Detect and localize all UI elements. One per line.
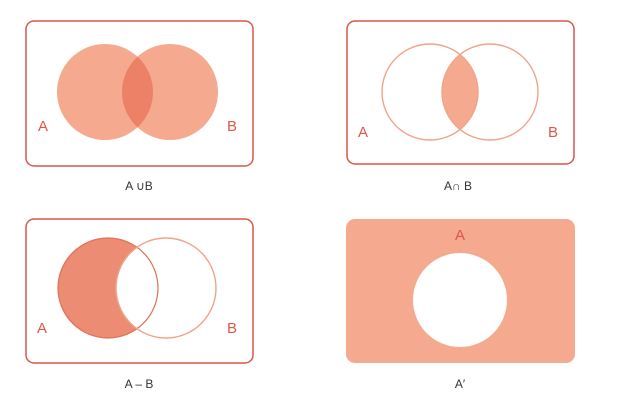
- intersection-panel: A B A∩ B: [346, 20, 575, 193]
- union-universe-frame: [25, 20, 254, 167]
- intersection-overlap-region: [442, 44, 478, 140]
- complement-label-a: A: [455, 227, 465, 244]
- difference-caption: A – B: [125, 377, 154, 391]
- intersection-label-b: B: [548, 124, 558, 141]
- difference-circle-b: [115, 237, 217, 339]
- complement-caption: A′: [455, 377, 466, 391]
- complement-circle-a-hole: [413, 253, 507, 347]
- difference-panel: A B A – B: [25, 218, 254, 391]
- difference-label-a: A: [37, 320, 47, 337]
- intersection-universe-frame: [346, 20, 575, 165]
- intersection-circle-a: [381, 43, 479, 141]
- union-label-b: B: [227, 118, 237, 135]
- intersection-circle-b: [441, 43, 539, 141]
- union-panel: A B A ∪B: [25, 20, 254, 193]
- intersection-label-a: A: [358, 124, 368, 141]
- difference-circle-a-outline: [57, 237, 159, 339]
- difference-overlap-cutout: [116, 238, 158, 338]
- intersection-caption: A∩ B: [444, 179, 472, 193]
- union-caption: A ∪B: [125, 179, 152, 193]
- union-overlap-region: [122, 44, 153, 140]
- difference-label-b: B: [227, 320, 237, 337]
- union-label-a: A: [38, 118, 48, 135]
- complement-panel: A A′: [346, 219, 575, 391]
- difference-universe-frame: [25, 218, 254, 364]
